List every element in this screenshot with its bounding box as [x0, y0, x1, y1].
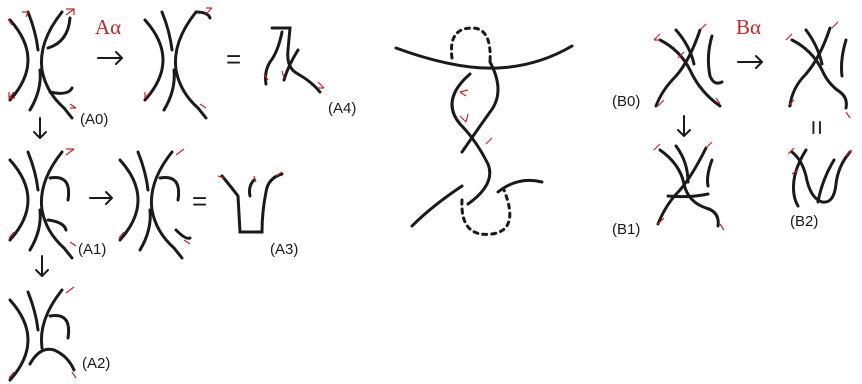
figure-a1-resolved [118, 148, 192, 260]
arrow-down-a1 [35, 255, 49, 277]
figure-b0-resolved [785, 21, 851, 119]
figure-a2 [8, 286, 77, 382]
move-label-b: Bα [736, 15, 761, 39]
label-b0: (B0) [612, 93, 640, 110]
figure-a0 [8, 8, 77, 120]
move-label-a: Aα [95, 15, 121, 39]
equals-b2: = [802, 120, 832, 135]
figure-a0-resolved [143, 7, 213, 120]
arrow-down-b0 [677, 115, 691, 137]
arrow-right-a0 [97, 51, 123, 65]
figure-a1 [8, 148, 77, 260]
label-a3: (A3) [270, 241, 298, 258]
label-a2: (A2) [82, 355, 110, 372]
figure-b0 [653, 23, 724, 108]
label-a0: (A0) [80, 111, 108, 128]
arrow-right-a1 [89, 191, 113, 205]
figure-a4 [263, 26, 325, 94]
label-a4: (A4) [328, 100, 356, 117]
arrow-down-a0 [33, 117, 47, 139]
equals-a3: = [192, 186, 207, 216]
figure-knot [394, 26, 574, 236]
figure-a3 [217, 171, 284, 234]
figure-b1 [653, 141, 725, 231]
label-b2: (B2) [790, 213, 818, 230]
label-a1: (A1) [78, 241, 106, 258]
figure-b2 [787, 147, 853, 208]
arrow-right-b0 [737, 55, 763, 69]
label-b1: (B1) [612, 221, 640, 238]
equals-a4: = [226, 44, 241, 74]
